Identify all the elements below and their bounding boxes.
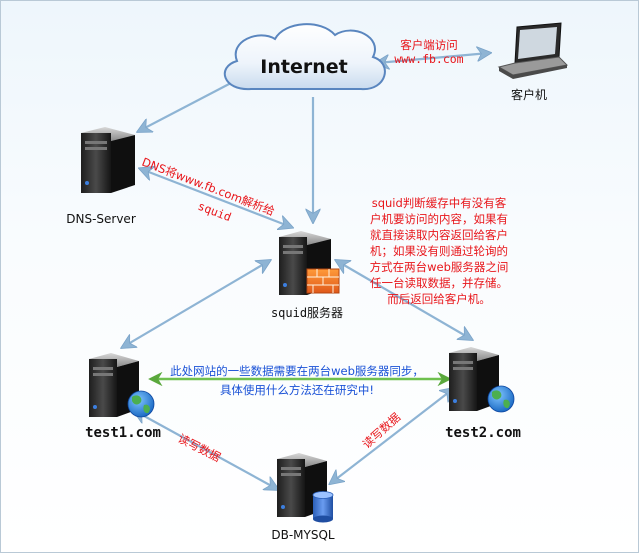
- globe-icon: [487, 385, 515, 413]
- client-url-label: www.fb.com: [394, 52, 463, 66]
- internet-cloud-icon: Internet: [223, 23, 386, 91]
- dns-server-icon: [81, 127, 135, 193]
- squid-note-line: 方式在两台web服务器之间: [370, 260, 509, 274]
- sync-text-2: 具体使用什么方法还在研究中!: [220, 383, 374, 397]
- squid-note-line: 任一台读取数据，并存储。: [370, 276, 508, 290]
- arrow-dns-squid: [141, 169, 291, 227]
- sync-text-1: 此处网站的一些数据需要在两台web服务器同步，: [170, 364, 424, 378]
- squid-note: squid判断缓存中有没有客 户机要访问的内容，如果有 就直接读取内容返回给客户…: [370, 196, 509, 306]
- test2-server-icon: [449, 347, 499, 411]
- dns-label: DNS-Server: [66, 212, 136, 226]
- test2-label: test2.com: [445, 425, 521, 441]
- test1-label: test1.com: [85, 425, 161, 441]
- arrow-test2-db: [331, 389, 453, 483]
- connections: [123, 53, 489, 489]
- arrow-client-internet: [377, 53, 489, 63]
- client-access-label: 客户端访问: [400, 38, 458, 52]
- squid-note-line: 机；如果没有则通过轮询的: [370, 244, 508, 258]
- arrow-internet-to-dns: [139, 82, 232, 131]
- squid-note-line: 就直接读取内容返回给客户: [370, 228, 508, 242]
- internet-label: Internet: [260, 56, 347, 78]
- squid-note-line: 户机要访问的内容，如果有: [370, 212, 508, 226]
- arrow-squid-test1: [123, 261, 269, 347]
- test1-rw-label: 读写数据: [176, 431, 224, 465]
- db-label: DB-MYSQL: [271, 528, 335, 542]
- laptop-icon: [497, 22, 569, 79]
- squid-note-line: 而后返回给客户机。: [387, 292, 491, 306]
- squid-label: squid服务器: [271, 305, 343, 320]
- squid-note-line: squid判断缓存中有没有客: [372, 196, 507, 210]
- database-icon: [312, 491, 334, 523]
- arrow-squid-test2: [337, 261, 471, 339]
- client-label: 客户机: [511, 87, 547, 102]
- arrow-test1-db: [135, 411, 277, 489]
- firewall-icon: [306, 268, 340, 294]
- globe-icon: [127, 390, 155, 418]
